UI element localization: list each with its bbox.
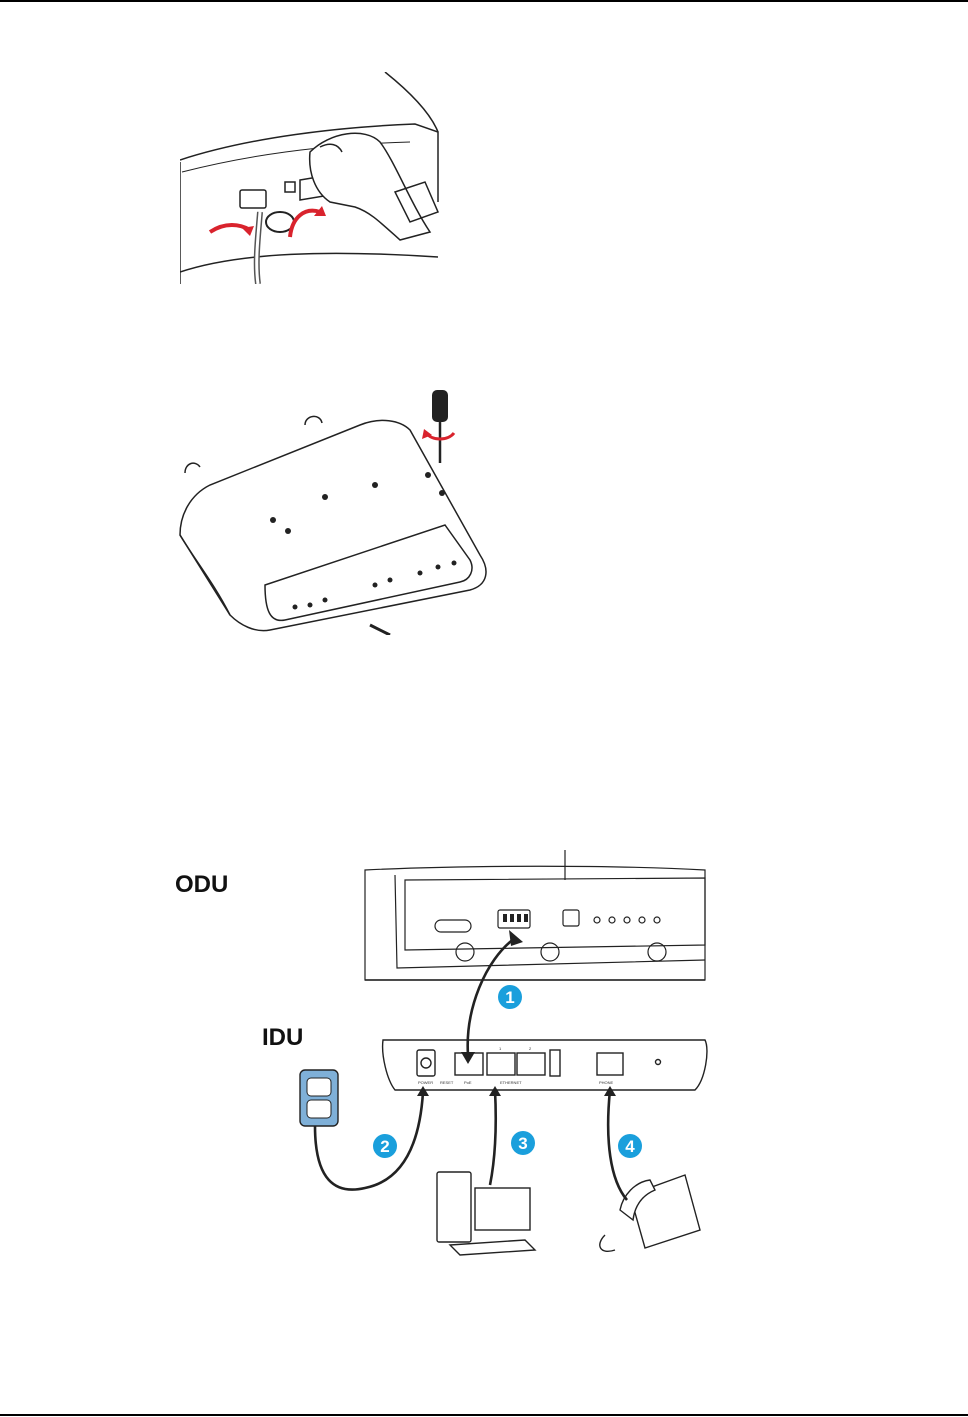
ethernet-port-1 (487, 1053, 515, 1075)
wall-outlet-icon (300, 1070, 338, 1126)
step-marker-4: 4 (618, 1134, 642, 1158)
poe-port-label: PoE (464, 1080, 472, 1085)
lid-edge (385, 72, 438, 132)
connector-block (240, 190, 266, 208)
footer-rule (0, 1414, 968, 1416)
reset-label: RESET (440, 1080, 454, 1085)
odu-cover-screws-illustration (170, 385, 500, 635)
step-marker-3: 3 (511, 1131, 535, 1155)
screwdriver-icon (432, 390, 448, 463)
power-port-label: POWER (418, 1080, 433, 1085)
odu-idu-connection-diagram: ODU IDU POWER RESET PoE ETHERNET PHONE 1… (165, 850, 710, 1260)
idu-label: IDU (262, 1024, 303, 1051)
step-marker-2: 2 (373, 1134, 397, 1158)
telephone-icon (600, 1175, 700, 1251)
computer-icon (437, 1172, 535, 1255)
ethernet-port-label: ETHERNET (500, 1080, 522, 1085)
svg-text:4: 4 (625, 1137, 635, 1156)
cable-3-ethernet (490, 1090, 496, 1185)
header-rule (0, 0, 968, 2)
phone-port-label: PHONE (599, 1080, 614, 1085)
odu-open-housing-illustration (180, 72, 440, 284)
svg-text:3: 3 (518, 1134, 527, 1153)
svg-text:2: 2 (380, 1137, 389, 1156)
phone-port (597, 1053, 623, 1075)
odu-label: ODU (175, 871, 228, 898)
svg-text:1: 1 (505, 988, 514, 1007)
ethernet-port-2 (517, 1053, 545, 1075)
step-marker-1: 1 (498, 985, 522, 1009)
